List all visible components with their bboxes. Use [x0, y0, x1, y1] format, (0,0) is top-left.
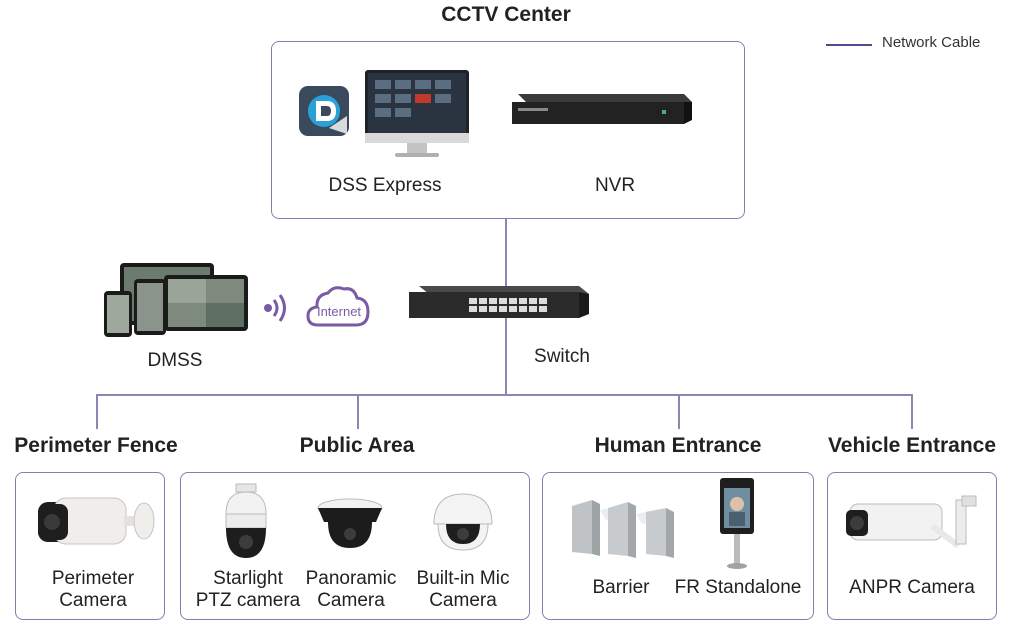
connector-human	[678, 394, 680, 429]
group-title-public: Public Area	[299, 434, 415, 457]
dome-camera-icon	[433, 493, 493, 551]
fr-standalone-label: FR Standalone	[674, 577, 802, 598]
mic-camera-label-2: Camera	[429, 590, 497, 611]
monitor-icon	[365, 70, 469, 157]
group-title-human: Human Entrance	[594, 434, 762, 457]
group-title-perimeter: Perimeter Fence	[14, 434, 178, 457]
group-title-vehicle: Vehicle Entrance	[827, 434, 997, 457]
anpr-camera-label: ANPR Camera	[849, 577, 975, 598]
ptz-camera-label-2: PTZ camera	[195, 590, 301, 611]
internet-cloud-icon	[306, 286, 370, 327]
panoramic-camera-icon	[317, 498, 383, 548]
dss-app-logo-icon	[299, 86, 349, 136]
panoramic-camera-label-1: Panoramic	[305, 568, 397, 589]
nvr-label: NVR	[594, 175, 636, 196]
face-recognition-terminal-icon	[720, 478, 754, 569]
barrier-label: Barrier	[592, 577, 650, 598]
network-switch-icon	[409, 286, 589, 318]
nvr-icon	[512, 94, 692, 124]
switch-label: Switch	[534, 346, 590, 367]
connector-bus	[96, 394, 912, 396]
ptz-camera-icon	[225, 483, 267, 558]
connector-switch-bus	[505, 318, 507, 395]
legend-network-cable-line	[826, 44, 872, 46]
mobile-devices-icon	[104, 263, 248, 337]
page-title: CCTV Center	[441, 3, 571, 26]
connector-public	[357, 394, 359, 429]
panoramic-camera-label-2: Camera	[317, 590, 385, 611]
group-box-perimeter	[15, 472, 165, 620]
cctv-center-box	[271, 41, 745, 219]
connector-perimeter	[96, 394, 98, 429]
connector-center-switch	[505, 218, 507, 288]
mic-camera-label-1: Built-in Mic	[416, 568, 510, 589]
anpr-camera-icon	[846, 495, 977, 548]
ptz-camera-label-1: Starlight	[213, 568, 283, 589]
dss-express-label: DSS Express	[328, 175, 442, 196]
perimeter-camera-label-2: Camera	[59, 590, 127, 611]
legend-label: Network Cable	[882, 34, 981, 51]
wireless-signal-icon	[264, 294, 286, 322]
internet-label: Internet	[316, 304, 362, 319]
dmss-label: DMSS	[147, 350, 203, 371]
perimeter-camera-label-1: Perimeter	[51, 568, 135, 589]
bullet-camera-icon	[38, 497, 155, 545]
turnstile-barrier-icon	[572, 500, 674, 558]
connector-vehicle	[911, 394, 913, 429]
